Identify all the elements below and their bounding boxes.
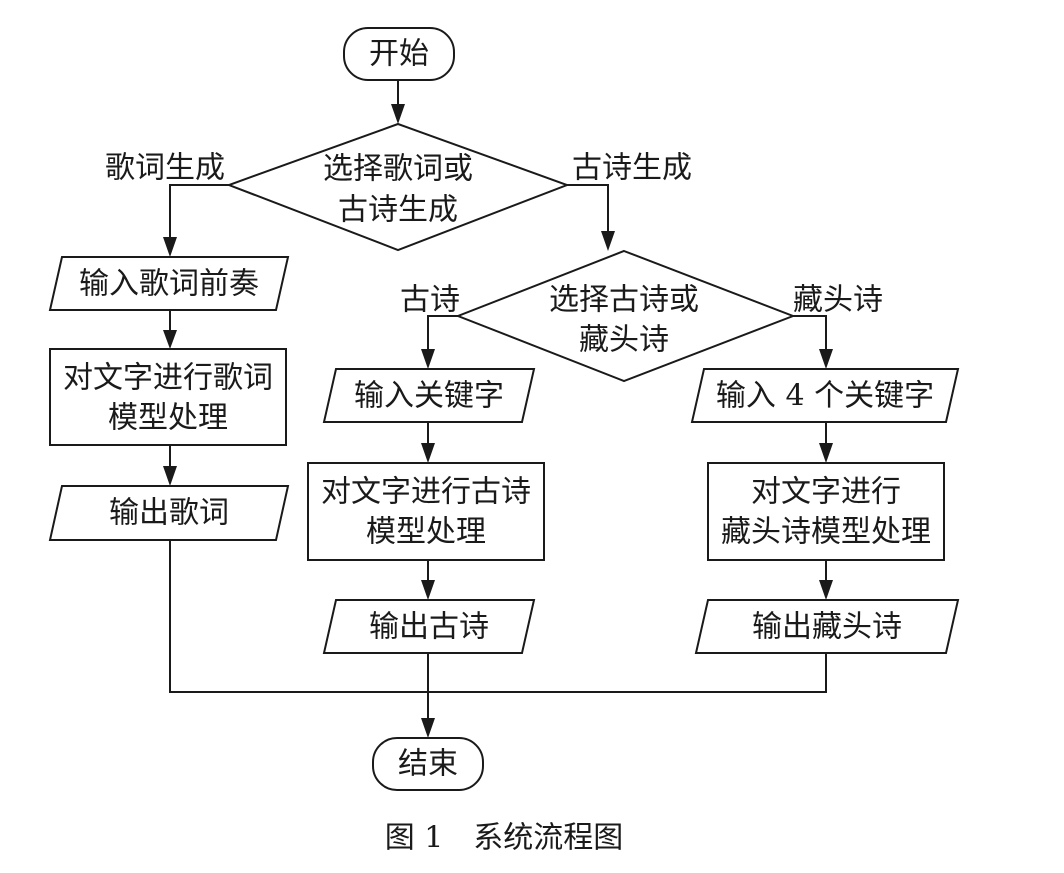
- decision-main: [226, 122, 570, 252]
- arrowhead: [163, 330, 177, 349]
- arrowhead: [601, 231, 615, 251]
- arrowhead: [421, 349, 435, 369]
- classic-input-parallelogram: [322, 368, 536, 423]
- arrowhead: [163, 466, 177, 486]
- end-label: 结束: [398, 747, 458, 782]
- connector-poem-decision-to-acrostic: [793, 315, 827, 349]
- decision-poem: [455, 249, 796, 383]
- start-label: 开始: [369, 37, 429, 72]
- lyrics-output-parallelogram: [48, 485, 290, 541]
- arrowhead: [819, 349, 833, 369]
- classic-process-line2: 模型处理: [366, 515, 486, 550]
- start-terminal: [343, 27, 455, 81]
- lyrics-input-parallelogram: [48, 256, 290, 311]
- lyrics-output-label: 输出歌词: [109, 496, 229, 531]
- acrostic-process-line2: 藏头诗模型处理: [721, 515, 931, 550]
- decision-main-line2: 古诗生成: [338, 193, 458, 228]
- classic-process-line1: 对文字进行古诗: [321, 475, 531, 510]
- lyrics-process-box: [49, 348, 287, 446]
- arrowhead: [819, 443, 833, 463]
- arrowhead: [391, 104, 405, 124]
- arrowhead: [421, 443, 435, 463]
- nodes: 开始 选择歌词或 古诗生成 歌词生成 古诗生成 输入歌词前奏 对文字进行歌词 模…: [48, 27, 960, 791]
- lyrics-process-line2: 模型处理: [108, 401, 228, 436]
- branch-label-acrostic: 藏头诗: [793, 283, 883, 318]
- classic-output-parallelogram: [322, 599, 536, 654]
- acrostic-output-parallelogram: [694, 599, 960, 654]
- acrostic-input-label: 输入 4 个关键字: [716, 379, 934, 414]
- lyrics-input-label: 输入歌词前奏: [79, 267, 259, 302]
- end-terminal: [372, 737, 484, 791]
- decision-main-line1: 选择歌词或: [323, 152, 473, 187]
- lyrics-process-line1: 对文字进行歌词: [63, 361, 273, 396]
- decision-poem-line2: 藏头诗: [579, 323, 669, 358]
- classic-output-label: 输出古诗: [369, 610, 489, 645]
- arrowhead: [163, 237, 177, 257]
- branch-label-poem: 古诗生成: [572, 151, 692, 186]
- branch-label-lyrics: 歌词生成: [105, 151, 225, 186]
- arrowhead: [421, 718, 435, 738]
- arrowhead: [819, 580, 833, 600]
- connectors: [163, 80, 833, 738]
- connector-decision-to-lyrics: [169, 184, 229, 237]
- acrostic-process-line1: 对文字进行: [751, 475, 901, 510]
- connector-poem-decision-to-classic: [427, 315, 458, 349]
- acrostic-process-box: [707, 462, 945, 561]
- classic-process-box: [307, 462, 545, 561]
- acrostic-input-parallelogram: [690, 368, 960, 423]
- figure-caption: 图 1 系统流程图: [385, 821, 624, 856]
- decision-poem-line1: 选择古诗或: [549, 283, 699, 318]
- acrostic-output-label: 输出藏头诗: [752, 610, 902, 645]
- branch-label-classic: 古诗: [400, 283, 460, 318]
- arrowhead: [421, 580, 435, 600]
- connector-acrostic-to-merge: [428, 653, 827, 693]
- connector-decision-to-poem-decision: [567, 184, 609, 231]
- connector-lyrics-to-merge: [169, 540, 428, 693]
- classic-input-label: 输入关键字: [354, 379, 504, 414]
